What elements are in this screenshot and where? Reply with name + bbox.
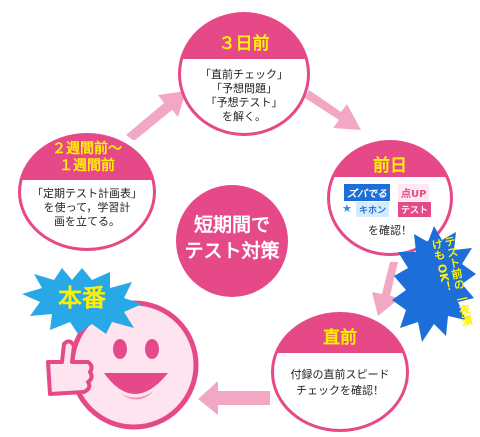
center-line-2: テスト対策	[184, 240, 280, 262]
logo-kihon: キホン	[356, 202, 390, 217]
stage-two-weeks-line-2: を使って，学習計	[43, 201, 131, 214]
stage-day-before-text: を確認！	[368, 224, 412, 237]
callout-burst	[392, 226, 476, 342]
stage-just-before-card: 直前 付録の直前スピード チェックを確認！	[271, 312, 409, 432]
stage-two-weeks-title-2: １週間前	[59, 158, 115, 174]
stage-just-before-line-2: チェックを確認！	[296, 384, 384, 397]
stage-three-days-line-2: 「予想問題」	[211, 82, 277, 95]
stage-three-days-line-4: を解く。	[222, 110, 266, 123]
arrow-to-finale	[198, 381, 270, 415]
logo-test: テスト	[398, 202, 432, 217]
stage-three-days-body: 「直前チェック」 「予想問題」 「予想テスト」 を解く。	[181, 59, 307, 133]
arrow-to-three-days	[126, 91, 186, 140]
stage-three-days-title: ３日前	[218, 34, 270, 54]
stage-two-weeks-title-1: ２週間前〜	[52, 141, 122, 157]
stage-day-before-title: 前日	[373, 156, 407, 176]
star-icon: ★	[342, 202, 352, 215]
logo-ten-up: 点UP	[398, 184, 430, 201]
stage-two-weeks-line-1: 「定期テスト計画表」	[32, 187, 142, 200]
stage-three-days-line-1: 「直前チェック」	[200, 68, 288, 81]
finale-label: 本番	[58, 284, 106, 312]
stage-just-before-line-1: 付録の直前スピード	[290, 368, 390, 381]
logo-zubaderu: ズバでる	[344, 184, 390, 201]
center-line-1: 短期間で	[193, 214, 270, 236]
thumbs-up-hand	[46, 339, 94, 396]
finale-burst	[22, 268, 142, 334]
arrow-to-just-before	[372, 262, 400, 316]
stage-just-before-body: 付録の直前スピード チェックを確認！	[274, 353, 406, 429]
stage-two-weeks-body: 「定期テスト計画表」 を使って，学習計 画を立てる。	[21, 180, 153, 248]
stage-two-weeks-line-3: 画を立てる。	[54, 215, 120, 228]
stage-three-days-card: ３日前 「直前チェック」 「予想問題」 「予想テスト」 を解く。	[178, 12, 310, 136]
stage-three-days-line-3: 「予想テスト」	[205, 96, 283, 109]
stage-just-before-title: 直前	[323, 328, 357, 348]
center-badge: 短期間で テスト対策	[176, 185, 288, 297]
arrow-to-day-before	[305, 90, 361, 130]
stage-two-weeks-card: ２週間前〜 １週間前 「定期テスト計画表」 を使って，学習計 画を立てる。	[18, 133, 156, 251]
